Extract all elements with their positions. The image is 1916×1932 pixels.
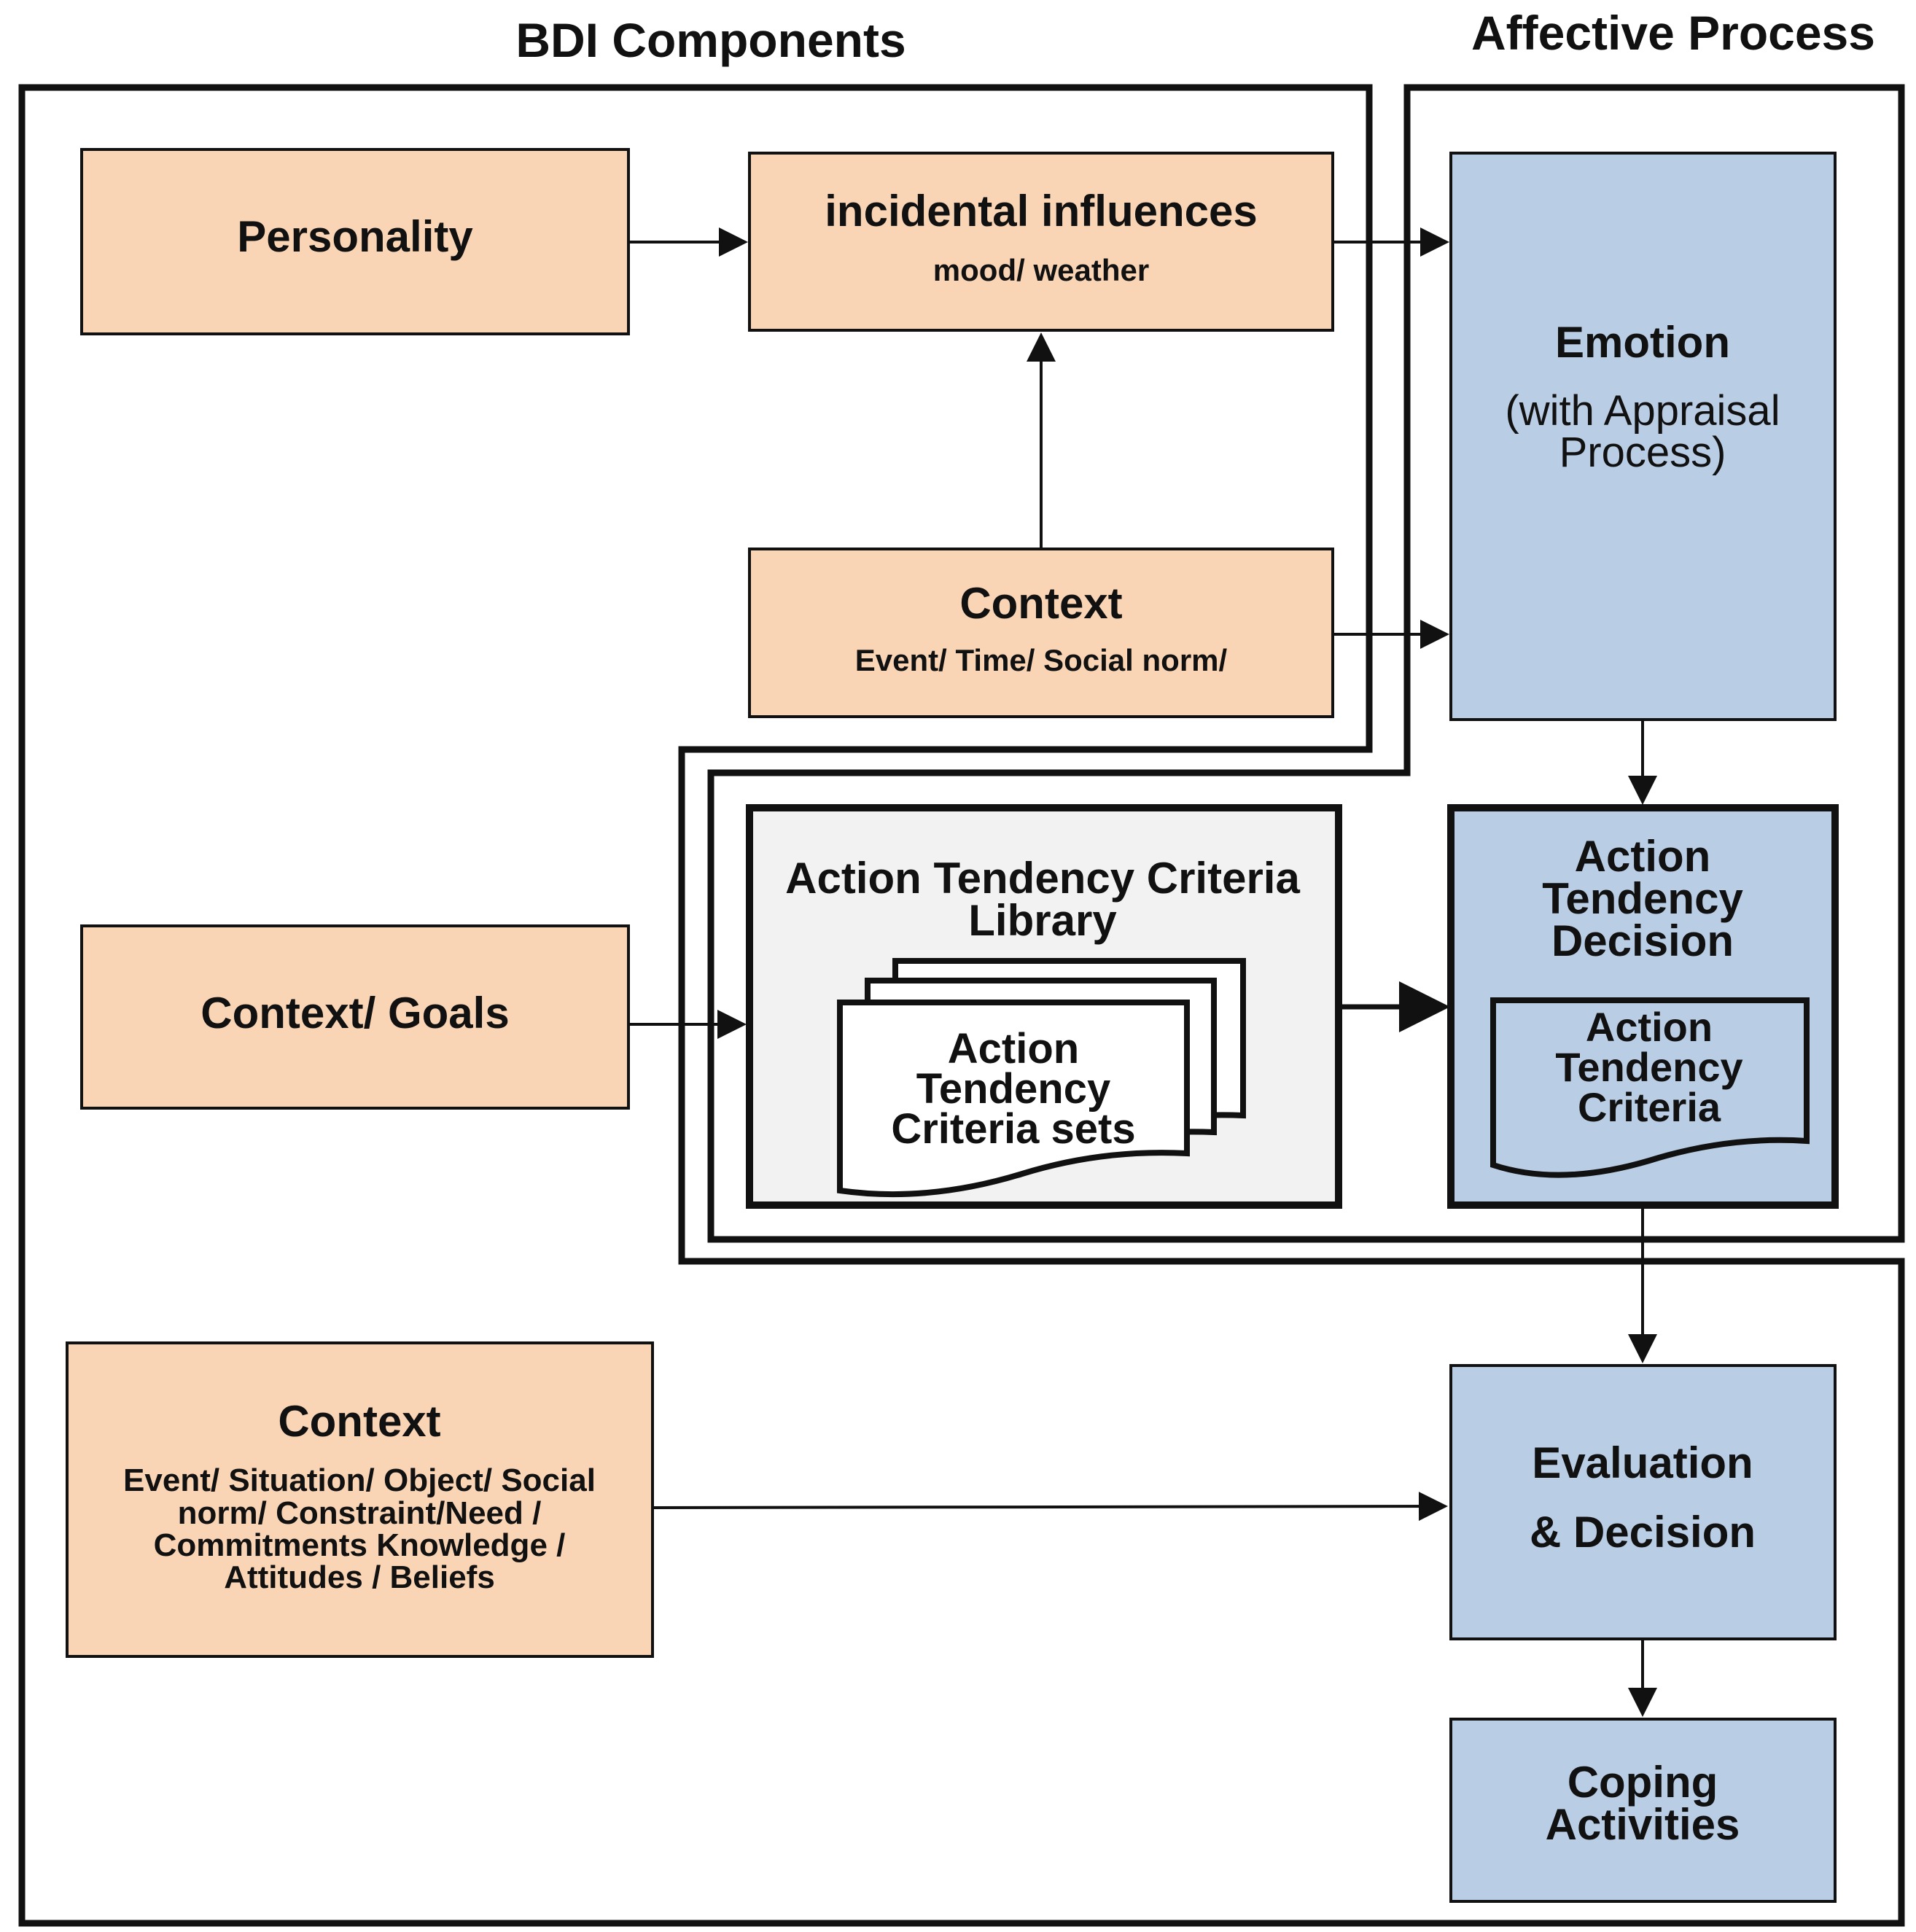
- personality-title: Personality: [237, 212, 473, 261]
- emotion-line: (with Appraisal: [1505, 387, 1780, 435]
- incidental-influences-subtitle: mood/ weather: [933, 253, 1149, 287]
- decision-title-line: Action: [1575, 832, 1711, 881]
- incidental-influences-box: incidental influences mood/ weather: [748, 152, 1334, 332]
- criteria-sets-line: Criteria sets: [891, 1105, 1135, 1153]
- criteria-document-line: Action: [1586, 1004, 1713, 1050]
- context-top-title: Context: [959, 579, 1122, 628]
- context-bottom-box: Context Event/ Situation/ Object/ Social…: [66, 1341, 654, 1658]
- decision-title-line: Decision: [1551, 916, 1734, 965]
- context-bottom-line: norm/ Constraint/Need /: [178, 1495, 542, 1531]
- emotion-box: Emotion (with Appraisal Process): [1449, 152, 1837, 721]
- criteria-document-line: Criteria: [1578, 1084, 1721, 1130]
- heading-affective-process: Affective Process: [1471, 6, 1875, 60]
- context-bottom-title: Context: [278, 1397, 440, 1446]
- context-top-subtitle: Event/ Time/ Social norm/: [855, 643, 1228, 677]
- criteria-document-line: Tendency: [1555, 1044, 1742, 1090]
- emotion-line: Process): [1559, 429, 1726, 476]
- bdi-region-border: [18, 84, 1905, 1927]
- evaluation-decision-box: Evaluation & Decision: [1449, 1364, 1837, 1640]
- coping-line: Activities: [1546, 1800, 1740, 1849]
- decision-title-line: Tendency: [1542, 874, 1743, 923]
- criteria-sets-line: Tendency: [916, 1065, 1110, 1113]
- criteria-set-document-front: [837, 1000, 1190, 1198]
- heading-bdi-components: BDI Components: [515, 13, 906, 67]
- context-bottom-line: Attitudes / Beliefs: [224, 1559, 495, 1595]
- criteria-document: [1490, 997, 1810, 1178]
- arrow-context-to-evaluation: [652, 1492, 1448, 1522]
- context-top-box: Context Event/ Time/ Social norm/: [748, 548, 1334, 718]
- action-tendency-decision-box: Action Tendency Decision Action Tendency…: [1447, 804, 1839, 1209]
- emotion-title: Emotion: [1555, 318, 1730, 367]
- context-bottom-line: Commitments Knowledge /: [154, 1527, 566, 1563]
- library-title-line: Library: [968, 896, 1117, 945]
- personality-box: Personality: [80, 148, 630, 335]
- incidental-influences-title: incidental influences: [825, 187, 1257, 235]
- criteria-sets-line: Action: [948, 1025, 1079, 1072]
- context-goals-title: Context/ Goals: [200, 989, 509, 1037]
- coping-line: Coping: [1568, 1758, 1718, 1807]
- evaluation-line: Evaluation: [1532, 1438, 1753, 1487]
- affective-region-border: [707, 84, 1905, 1243]
- action-tendency-library-box: Action Tendency Criteria Library Action …: [746, 804, 1342, 1209]
- coping-activities-box: Coping Activities: [1449, 1718, 1837, 1903]
- evaluation-line: & Decision: [1530, 1508, 1756, 1557]
- library-title-line: Action Tendency Criteria: [785, 854, 1300, 903]
- context-goals-box: Context/ Goals: [80, 924, 630, 1110]
- context-bottom-line: Event/ Situation/ Object/ Social: [123, 1462, 596, 1498]
